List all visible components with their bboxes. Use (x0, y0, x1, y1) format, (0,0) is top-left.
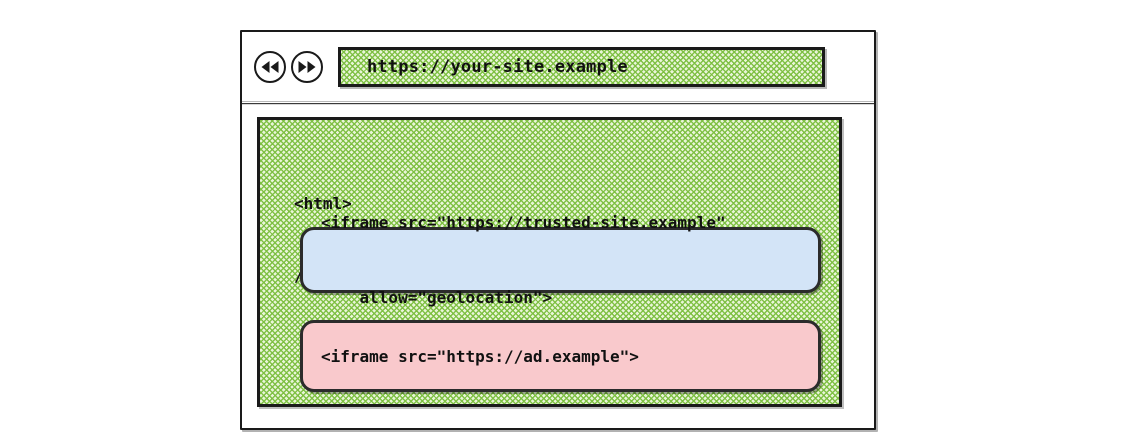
back-button[interactable] (254, 51, 286, 83)
page-viewport: <html> // your-site.example code <iframe… (257, 117, 842, 407)
iframe-trusted-site-code: <iframe src="https://trusted-site.exampl… (303, 160, 726, 360)
iframe-trusted-site-line-1: <iframe src="https://trusted-site.exampl… (321, 213, 726, 232)
address-bar[interactable]: https://your-site.example (338, 47, 825, 87)
forward-button[interactable] (291, 51, 323, 83)
iframe-ad-line-1: <iframe src="https://ad.example"> (321, 346, 639, 366)
iframe-ad[interactable]: <iframe src="https://ad.example"> (300, 320, 821, 392)
iframe-ad-code: <iframe src="https://ad.example"> (303, 294, 639, 419)
address-bar-value: https://your-site.example (367, 57, 628, 77)
code-line-html-tag: <html> (294, 194, 352, 213)
fast-forward-double-arrow-right-icon (297, 60, 317, 74)
rewind-double-arrow-left-icon (260, 60, 280, 74)
iframe-trusted-site-line-2: allow="geolocation"> (321, 288, 553, 307)
browser-toolbar: https://your-site.example (242, 32, 874, 102)
iframe-trusted-site[interactable]: <iframe src="https://trusted-site.exampl… (300, 213, 821, 307)
toolbar-divider (242, 101, 874, 105)
browser-window: https://your-site.example <html> // your… (240, 30, 876, 430)
